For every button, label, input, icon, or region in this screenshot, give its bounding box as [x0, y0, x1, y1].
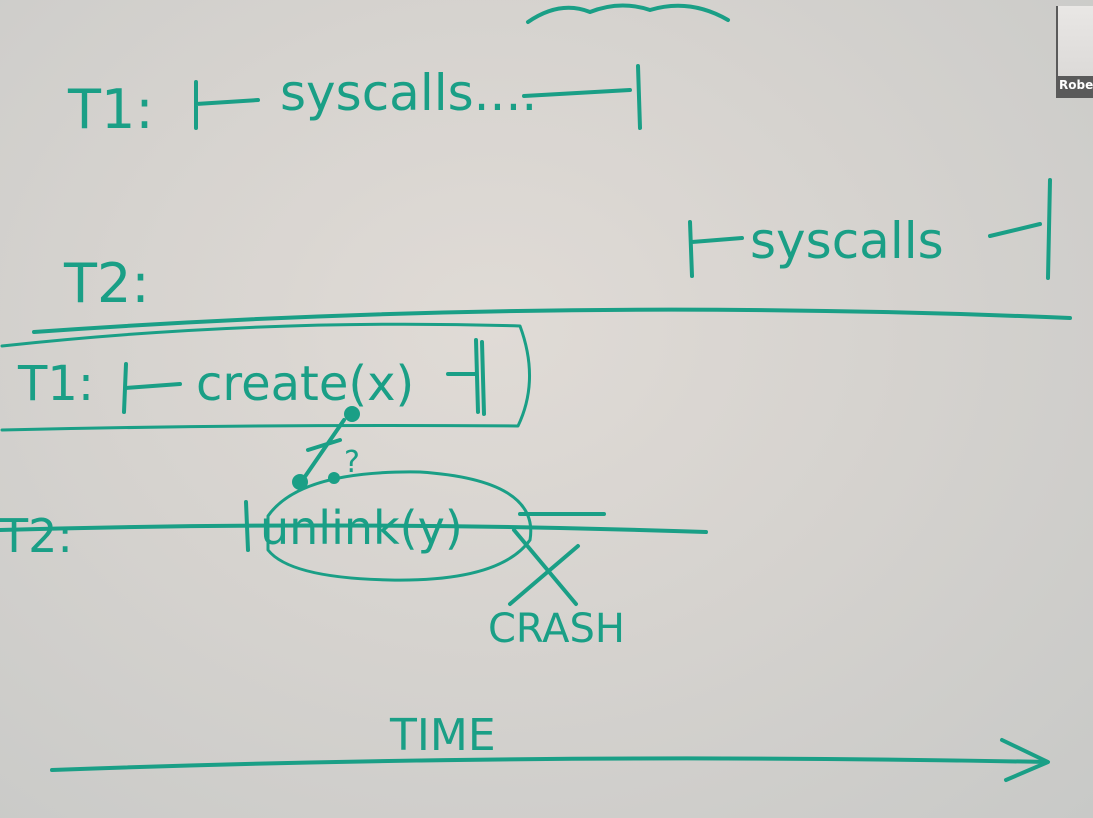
participant-name: Rober [1059, 78, 1093, 92]
detail-t1-label: T1: [17, 356, 94, 412]
participant-video [1058, 6, 1093, 76]
top-scribble [526, 3, 730, 24]
row2-syscalls-text: syscalls [750, 212, 944, 270]
detail-t1-end-bracket [446, 338, 486, 416]
detail-t2-op: unlink(y) [260, 501, 463, 555]
detail-t2-start-bracket [244, 500, 250, 552]
participant-thumbnail[interactable]: Rober [1056, 6, 1093, 98]
dependency-arrow [302, 418, 346, 480]
row2-end-bracket [988, 178, 1052, 280]
t1-detail-box [0, 322, 532, 432]
dependency-point-top [344, 406, 360, 422]
time-axis-line [50, 756, 1048, 772]
row1-start-bracket [194, 80, 260, 130]
time-label: TIME [389, 710, 496, 761]
detail-t2-oval [266, 470, 533, 582]
row1-end-bracket [522, 64, 642, 130]
row1-syscalls-text: syscalls.... [280, 64, 537, 122]
question-mark: ? [344, 445, 360, 480]
dependency-point-bottom [292, 474, 308, 490]
row2-thread-label: T2: [63, 252, 150, 315]
crash-x-mark [508, 528, 580, 606]
crash-label: CRASH [488, 606, 625, 652]
detail-t1-start-bracket [122, 362, 182, 414]
time-axis-arrowhead [1000, 738, 1050, 782]
detail-t1-op: create(x) [196, 356, 414, 412]
row1-thread-label: T1: [67, 78, 154, 141]
section-divider [32, 307, 1072, 334]
detail-t2-timeline [0, 523, 708, 534]
detail-t2-label: T2: [0, 509, 73, 563]
row2-start-bracket [688, 220, 744, 278]
